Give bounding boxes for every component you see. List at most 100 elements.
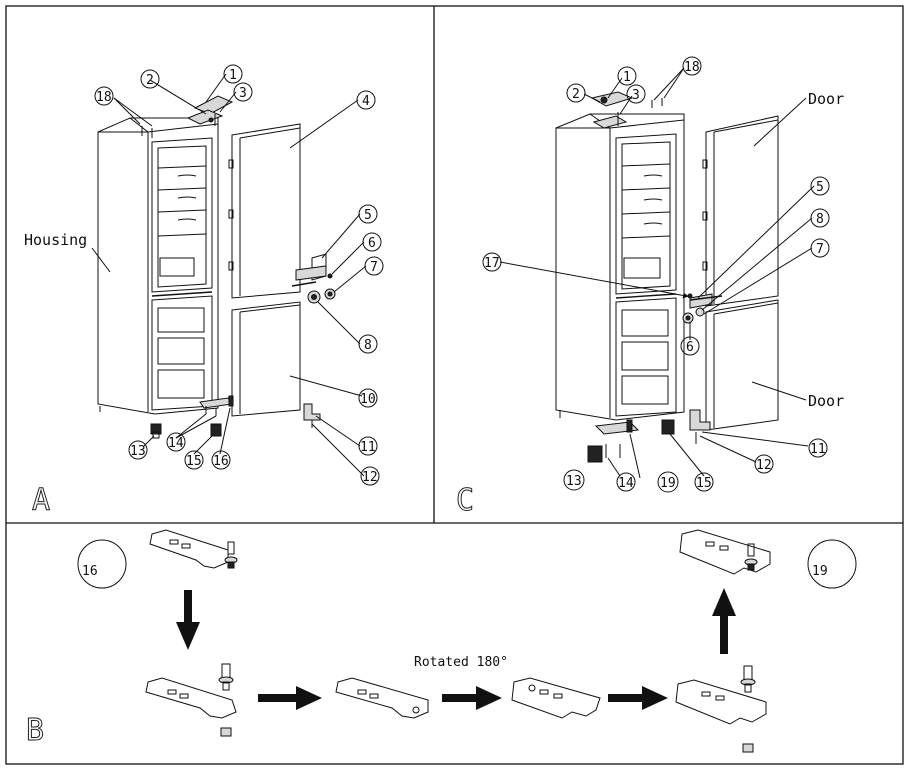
top-hinge-parts-c: [590, 91, 663, 129]
top-hinge-parts-a: [186, 95, 234, 126]
arrow-right-1: [258, 686, 322, 710]
part-6-c: 6: [680, 336, 700, 356]
upper-door-c: [702, 115, 779, 307]
part-18-a: 18: [94, 86, 114, 106]
svg-text:6: 6: [686, 340, 694, 355]
svg-text:3: 3: [239, 86, 247, 101]
svg-text:2: 2: [572, 87, 580, 102]
rotated-label: Rotated 180°: [414, 655, 508, 670]
part-7-c: 7: [810, 238, 830, 258]
svg-text:12: 12: [756, 458, 772, 473]
upper-door-a: [228, 123, 301, 299]
svg-text:10: 10: [360, 392, 376, 407]
part-numbers-a: 1 2 3 4 5 6 7 8 10 11 12 13 14 15 16 18: [94, 64, 384, 486]
arrow-down: [176, 590, 200, 650]
part-15-c: 15: [694, 472, 714, 492]
svg-text:13: 13: [566, 474, 582, 489]
svg-text:11: 11: [360, 440, 376, 455]
part-10-a: 10: [358, 388, 378, 408]
arrow-up: [712, 588, 736, 654]
svg-text:14: 14: [168, 436, 184, 451]
arrow-right-3: [608, 686, 668, 710]
hinge-plate-separated: [145, 663, 237, 737]
middle-hinge-parts-a: [291, 253, 336, 304]
part-14-a: 14: [166, 432, 186, 452]
part-2-a: 2: [140, 69, 160, 89]
hinge-plate-19: [679, 529, 771, 575]
svg-text:4: 4: [362, 94, 370, 109]
fridge-housing-a: [97, 117, 219, 415]
part-6-a: 6: [362, 232, 382, 252]
svg-text:18: 18: [684, 60, 700, 75]
part-19-c: 19: [657, 471, 679, 493]
part-2-c: 2: [566, 83, 586, 103]
svg-text:2: 2: [146, 73, 154, 88]
part-16-big: 16: [77, 539, 127, 589]
panel-a: Housing 1 2 3 4 5 6 7 8 10 11 12 13 14 1…: [24, 64, 384, 519]
panel-a-letter: A: [32, 483, 50, 518]
part-8-c: 8: [810, 208, 830, 228]
lower-door-c: [705, 299, 779, 431]
part-14-c: 14: [616, 472, 636, 492]
svg-text:13: 13: [130, 444, 146, 459]
svg-text:18: 18: [96, 90, 112, 105]
svg-text:1: 1: [623, 70, 631, 85]
part-7-a: 7: [364, 256, 384, 276]
panel-c: Door Door 1 2 3 18 5 8 7 17 6 11 12 13 1…: [456, 56, 844, 519]
svg-text:11: 11: [810, 442, 826, 457]
hinge-plate-16: [149, 529, 238, 569]
lower-door-a: [231, 301, 301, 417]
part-1-a: 1: [223, 64, 243, 84]
part-17-c: 17: [482, 252, 502, 272]
fridge-housing-c: [555, 113, 685, 421]
svg-text:3: 3: [632, 88, 640, 103]
arrow-right-2: [442, 686, 502, 710]
panel-b-letter: B: [26, 713, 44, 748]
panel-b: 16 Rotated 180°: [26, 529, 857, 753]
hinge-plate-rotating-2: [511, 677, 601, 719]
part-11-c: 11: [808, 438, 828, 458]
panel-c-letter: C: [456, 483, 474, 518]
lower-door-label-c: Door: [808, 392, 844, 410]
svg-text:16: 16: [213, 454, 229, 469]
part-4-a: 4: [356, 90, 376, 110]
part-numbers-c: 1 2 3 18 5 8 7 17 6 11 12 13 14 19 15: [482, 56, 830, 493]
part-3-a: 3: [233, 82, 253, 102]
svg-text:8: 8: [364, 338, 372, 353]
svg-text:15: 15: [186, 454, 202, 469]
outer-frame: [5, 5, 904, 765]
svg-text:7: 7: [370, 260, 378, 275]
svg-text:12: 12: [362, 470, 378, 485]
part-12-c: 12: [754, 454, 774, 474]
svg-text:5: 5: [364, 208, 372, 223]
part-13-a: 13: [128, 440, 148, 460]
leader-lines-a: [91, 73, 367, 477]
part-15-a: 15: [184, 450, 204, 470]
svg-text:8: 8: [816, 212, 824, 227]
part-13-c: 13: [563, 469, 585, 491]
svg-text:19: 19: [660, 476, 676, 491]
middle-hinge-parts-c: [682, 293, 723, 324]
part-16-a: 16: [211, 450, 231, 470]
bottom-parts-c: [587, 409, 711, 463]
svg-text:6: 6: [368, 236, 376, 251]
part-8-a: 8: [358, 334, 378, 354]
part-5-c: 5: [810, 176, 830, 196]
svg-text:17: 17: [484, 256, 500, 271]
part-12-a: 12: [360, 466, 380, 486]
part-1-c: 1: [617, 66, 637, 86]
part-19-big: 19: [807, 539, 857, 589]
housing-label-a: Housing: [24, 231, 87, 249]
upper-door-label-c: Door: [808, 90, 844, 108]
svg-text:16: 16: [82, 564, 98, 579]
hinge-plate-rotating-1: [335, 677, 429, 719]
svg-text:7: 7: [816, 242, 824, 257]
part-5-a: 5: [358, 204, 378, 224]
svg-text:19: 19: [812, 564, 828, 579]
svg-text:1: 1: [229, 68, 237, 83]
svg-text:15: 15: [696, 476, 712, 491]
svg-text:14: 14: [618, 476, 634, 491]
screws-18-a: [141, 126, 153, 138]
hinge-plate-reassembled: [675, 665, 767, 753]
